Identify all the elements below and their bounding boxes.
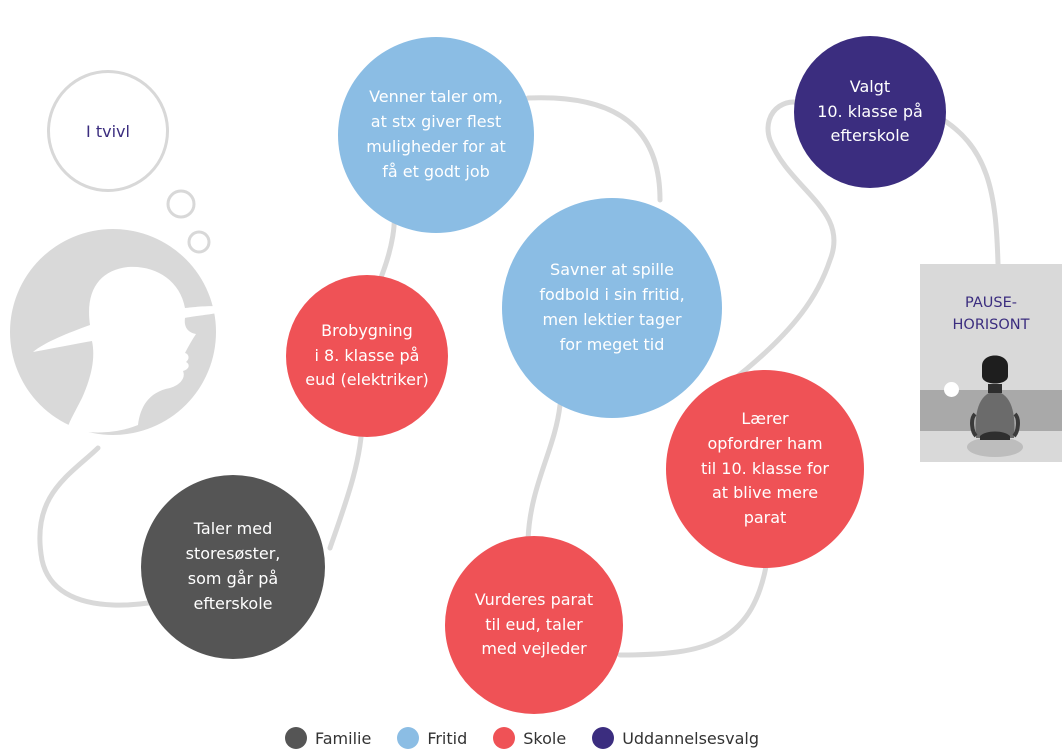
legend-label-uddannelsesvalg: Uddannelsesvalg	[622, 728, 759, 748]
legend-swatch-uddannelsesvalg	[592, 727, 615, 749]
node-savner-fodbold: Savner at spille fodbold i sin fritid, m…	[502, 198, 722, 418]
node-vurderes-label: Vurderes parat til eud, taler med vejled…	[474, 589, 594, 659]
pause-horisont-box: PAUSE- HORISONT	[920, 264, 1062, 462]
node-venner-stx: Venner taler om, at stx giver flest muli…	[338, 37, 534, 233]
legend-swatch-fritid	[397, 727, 420, 749]
legend-swatch-familie	[285, 727, 307, 749]
legend-label-familie: Familie	[315, 728, 372, 748]
node-vurderes-parat: Vurderes parat til eud, taler med vejled…	[445, 536, 623, 714]
node-valgt-label: Valgt 10. klasse på efterskole	[817, 76, 923, 146]
legend-item-familie: Familie	[285, 727, 371, 749]
node-brobygning: Brobygning i 8. klasse på eud (elektrike…	[286, 275, 448, 437]
node-taler-storesoester: Taler med storesøster, som går på efters…	[141, 475, 325, 659]
legend-label-fritid: Fritid	[427, 728, 468, 748]
node-venner-label: Venner taler om, at stx giver flest muli…	[366, 87, 506, 181]
head-silhouette-icon	[33, 266, 240, 433]
legend-label-skole: Skole	[523, 728, 567, 748]
legend-item-fritid: Fritid	[397, 727, 467, 749]
node-laerer-opfordrer: Lærer opfordrer ham til 10. klasse for a…	[666, 370, 864, 568]
meditating-person-icon	[967, 355, 1023, 457]
avatar	[10, 229, 240, 435]
node-brobygning-label: Brobygning i 8. klasse på eud (elektrike…	[305, 320, 429, 390]
thought-label: I tvivl	[86, 121, 130, 141]
thought-bubble: I tvivl	[47, 70, 169, 192]
thought-bubble-small-1	[166, 189, 196, 219]
legend: Familie Fritid Skole Uddannelsesvalg	[285, 727, 759, 749]
node-valgt-10-klasse: Valgt 10. klasse på efterskole	[794, 36, 946, 188]
node-savner-label: Savner at spille fodbold i sin fritid, m…	[539, 260, 685, 354]
node-taler-label: Taler med storesøster, som går på efters…	[185, 519, 281, 613]
sun-icon	[944, 382, 959, 397]
pause-title: PAUSE- HORISONT	[952, 295, 1030, 334]
journey-path	[37, 95, 1001, 658]
thought-bubble-small-2	[187, 230, 211, 254]
legend-item-uddannelsesvalg: Uddannelsesvalg	[592, 727, 759, 749]
node-laerer-label: Lærer opfordrer ham til 10. klasse for a…	[701, 409, 829, 528]
legend-swatch-skole	[493, 727, 516, 749]
legend-item-skole: Skole	[493, 727, 566, 749]
